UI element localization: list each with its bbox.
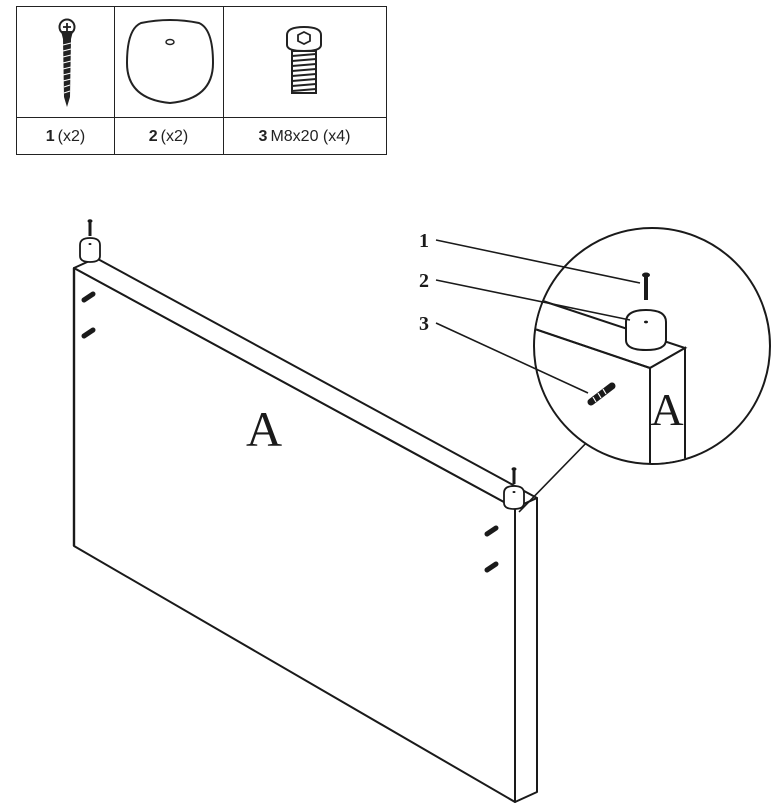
part-1-label: 1 (x2) <box>17 119 114 155</box>
detail-panel-label: A <box>650 384 683 435</box>
cap-icon <box>125 19 215 105</box>
right-cap-assembly <box>503 467 525 510</box>
table-divider <box>223 7 224 154</box>
wood-screw-icon <box>58 18 76 107</box>
part-2-label: 2 (x2) <box>114 119 223 155</box>
bolt-mark <box>484 561 499 573</box>
callout-1-leader <box>435 239 641 284</box>
detail-view: A <box>533 227 771 465</box>
table-divider <box>114 7 115 154</box>
part-number: 2 <box>148 128 158 145</box>
bolt-mark <box>81 291 96 303</box>
callout-3: 3 <box>419 313 429 335</box>
parts-table: 1 (x2) 2 (x2) 3 M8x20 (x4) <box>16 6 387 155</box>
callout-2: 2 <box>419 270 429 292</box>
part-number: 3 <box>258 128 268 145</box>
left-cap-assembly <box>79 219 101 263</box>
part-quantity: (x2) <box>160 128 189 145</box>
hex-bolt-icon <box>286 25 322 94</box>
panel-a-end-edge <box>514 497 538 803</box>
part-number: 1 <box>45 128 55 145</box>
callout-1: 1 <box>419 230 429 252</box>
bolt-mark <box>81 327 96 339</box>
panel-a-front-face <box>73 267 516 803</box>
table-divider <box>17 117 386 118</box>
callout-3-leader <box>435 322 589 394</box>
part-3-label: 3 M8x20 (x4) <box>223 119 386 155</box>
callout-2-leader <box>435 279 631 321</box>
part-quantity: M8x20 (x4) <box>270 128 351 145</box>
part-quantity: (x2) <box>57 128 86 145</box>
bolt-mark <box>484 525 499 537</box>
panel-label: A <box>246 401 282 457</box>
